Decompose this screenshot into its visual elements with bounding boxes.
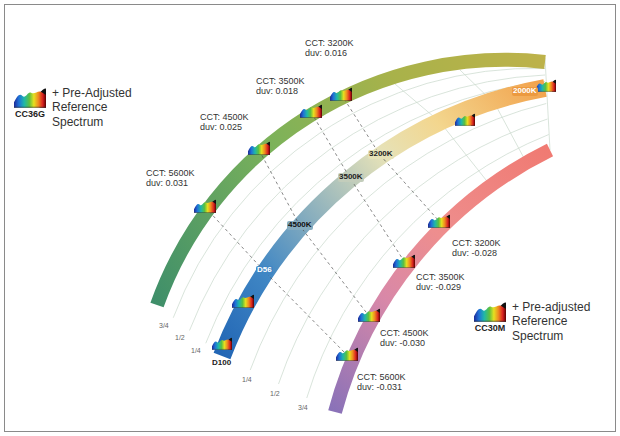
locus-label: D100 — [211, 359, 232, 368]
planckian-band — [222, 88, 545, 356]
spectrum-icon — [300, 105, 322, 118]
spectrum-icons — [194, 80, 556, 361]
filter-name: CC36G — [15, 109, 45, 119]
fraction-label: 1/4 — [242, 376, 252, 383]
spectrum-icon — [474, 302, 506, 321]
spectrum-icon — [248, 142, 270, 155]
fraction-label: 1/2 — [175, 334, 185, 341]
spectrum-icon — [14, 88, 46, 107]
key-description: + Pre-adjusted Reference Spectrum — [512, 300, 602, 343]
spectrum-icon — [336, 348, 358, 361]
spectrum-icon — [428, 215, 450, 228]
tie-line — [311, 112, 404, 261]
key-spectrum-icon — [14, 86, 46, 108]
cct-label: CCT: 4500K duv: -0.030 — [380, 328, 442, 349]
frame — [5, 5, 616, 432]
fraction-label: 1/4 — [191, 347, 201, 354]
end-line — [545, 58, 550, 150]
spectrum-icon — [358, 309, 380, 322]
cct-label: CCT: 3200K duv: -0.028 — [452, 238, 514, 259]
fraction-label: 3/4 — [298, 404, 308, 411]
cct-label: CCT: 3500K duv: -0.029 — [416, 272, 478, 293]
spectrum-icon — [455, 114, 475, 126]
filter-name: CC30M — [475, 323, 506, 333]
fraction-label: 1/2 — [270, 390, 280, 397]
locus-label: 3200K — [368, 150, 394, 159]
locus-label: D56 — [256, 266, 273, 275]
cct-label: CCT: 3500K duv: 0.018 — [256, 76, 318, 97]
key-icon-column: CC30M — [474, 300, 506, 333]
key-spectrum-icon — [474, 300, 506, 322]
locus-label: 4500K — [287, 221, 313, 230]
magenta-band — [335, 150, 550, 412]
spectrum-icon — [232, 295, 254, 308]
key-description: + Pre-Adjusted Reference Spectrum — [52, 86, 142, 129]
locus-label: 2000K — [512, 87, 538, 96]
locus-label: 3500K — [338, 173, 364, 182]
spectrum-icon — [393, 255, 415, 268]
cct-label: CCT: 5600K duv: 0.031 — [146, 168, 208, 189]
spectrum-icon — [194, 200, 216, 213]
spectrum-key: CC36G + Pre-Adjusted Reference Spectrum — [14, 86, 144, 132]
cct-label: CCT: 4500K duv: 0.025 — [200, 112, 262, 133]
spectrum-icon — [212, 338, 232, 350]
cct-label: CCT: 5600K duv: -0.031 — [357, 372, 419, 393]
tie-line — [341, 94, 439, 221]
tie-lines — [205, 94, 439, 357]
tie-line — [259, 150, 369, 316]
spectrum-icon — [330, 88, 352, 101]
fraction-label: 3/4 — [159, 322, 169, 329]
key-icon-column: CC36G — [14, 86, 46, 119]
spectrum-key: CC30M + Pre-adjusted Reference Spectrum — [474, 300, 604, 346]
tie-line — [205, 207, 349, 357]
spectrum-icon — [536, 80, 556, 92]
cct-label: CCT: 3200K duv: 0.016 — [305, 38, 367, 59]
